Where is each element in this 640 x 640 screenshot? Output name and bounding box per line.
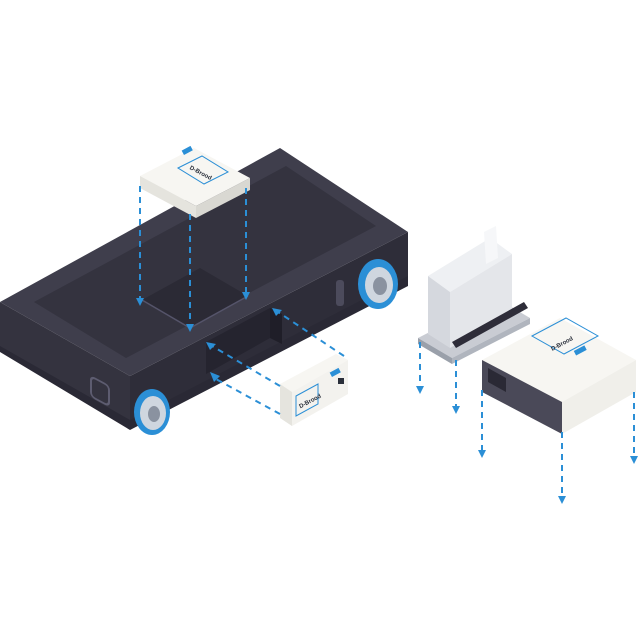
side-slot [336,280,344,306]
top-control-module: D-Brood [140,145,250,218]
wheel-icon [358,259,398,309]
right-control-module: D-Brood [482,317,636,434]
right-module-placement-arrows [478,390,638,504]
chassis-top-recess [142,268,248,328]
chassis-front-face [0,302,130,420]
sensor-port-icon [90,376,110,406]
chassis-top-inset [34,166,376,358]
top-module-placement-arrows [136,186,250,332]
bracket-placement-arrows [416,342,460,414]
bracket-mount-icon [418,226,530,364]
agv-chassis [0,148,408,435]
wheel-icon [134,389,170,435]
side-cavity [206,308,270,374]
side-module-placement-arrows [206,308,345,415]
side-control-module: D-Brood [280,354,348,426]
